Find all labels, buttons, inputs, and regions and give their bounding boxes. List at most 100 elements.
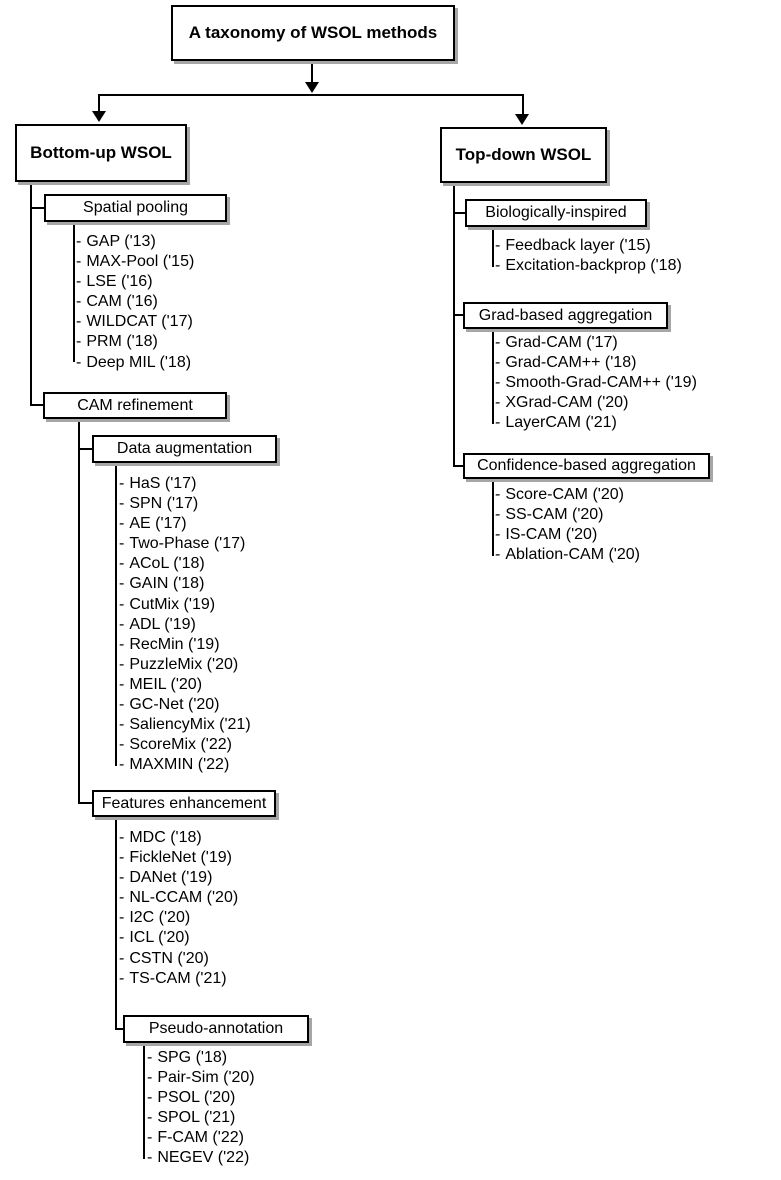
method-item: -GC-Net ('20) — [119, 695, 251, 715]
method-item-label: CAM ('16) — [86, 293, 158, 311]
connector-conf-items-spine — [492, 478, 494, 556]
method-list-pseudo-annotation: -SPG ('18)-Pair-Sim ('20)-PSOL ('20)-SPO… — [147, 1048, 255, 1169]
group-node-spatial-pooling: Spatial pooling — [44, 194, 227, 222]
item-marker: - — [119, 829, 125, 846]
group-node-biologically-inspired: Biologically-inspired — [465, 199, 647, 227]
item-marker: - — [76, 253, 82, 271]
item-marker: - — [147, 1049, 153, 1066]
method-item-label: XGrad-CAM ('20) — [505, 394, 629, 412]
method-item: -SPN ('17) — [119, 494, 251, 514]
method-item: -SPOL ('21) — [147, 1108, 255, 1128]
item-marker: - — [119, 595, 125, 613]
connector-tick-biologically-inspired — [453, 212, 466, 214]
method-item: -ACoL ('18) — [119, 554, 251, 574]
method-item: -SaliencyMix ('21) — [119, 715, 251, 735]
item-marker: - — [119, 736, 125, 754]
method-list-biologically-inspired: -Feedback layer ('15)-Excitation-backpro… — [495, 236, 682, 276]
item-marker: - — [495, 394, 501, 412]
arrow-down-icon — [515, 114, 529, 125]
method-item: -PRM ('18) — [76, 332, 194, 352]
method-item: -NL-CCAM ('20) — [119, 888, 238, 908]
method-item: -DANet ('19) — [119, 868, 238, 888]
method-list-confidence-based-aggregation: -Score-CAM ('20)-SS-CAM ('20)-IS-CAM ('2… — [495, 485, 640, 565]
item-marker: - — [147, 1089, 153, 1107]
method-item-label: MEIL ('20) — [129, 675, 203, 693]
connector-split-line — [98, 94, 524, 96]
connector-tick-spatial-pooling — [30, 207, 44, 209]
item-marker: - — [495, 334, 501, 351]
method-item-label: Excitation-backprop ('18) — [505, 257, 682, 275]
connector-cam-spine — [78, 418, 80, 804]
method-item: -CutMix ('19) — [119, 595, 251, 615]
method-item-label: DANet ('19) — [129, 869, 213, 887]
method-item-label: NL-CCAM ('20) — [129, 889, 239, 907]
item-marker: - — [147, 1129, 153, 1147]
method-list-features-enhancement: -MDC ('18)-FickleNet ('19)-DANet ('19)-N… — [119, 828, 238, 989]
item-marker: - — [119, 655, 125, 673]
method-item: -RecMin ('19) — [119, 635, 251, 655]
item-marker: - — [119, 756, 125, 774]
method-item-label: SaliencyMix ('21) — [129, 716, 251, 734]
method-item-label: PSOL ('20) — [157, 1089, 236, 1107]
method-item-label: Grad-CAM ('17) — [505, 334, 618, 351]
item-marker: - — [76, 313, 82, 331]
method-item-label: SPOL ('21) — [157, 1109, 236, 1127]
branch-node-bottom-up: Bottom-up WSOL — [15, 124, 187, 182]
item-marker: - — [147, 1149, 153, 1167]
method-item-label: SS-CAM ('20) — [505, 506, 604, 524]
connector-topdown-spine — [453, 181, 455, 467]
method-item-label: Grad-CAM++ ('18) — [505, 354, 637, 372]
method-item-label: MAXMIN ('22) — [129, 756, 230, 774]
group-node-cam-refinement: CAM refinement — [43, 392, 227, 419]
method-item-label: TS-CAM ('21) — [129, 969, 227, 987]
method-item-label: RecMin ('19) — [129, 635, 220, 653]
method-item: -GAP ('13) — [76, 232, 194, 252]
connector-spatial-items-spine — [73, 221, 75, 362]
method-item: -LayerCAM ('21) — [495, 413, 697, 433]
item-marker: - — [76, 353, 82, 371]
method-item-label: Deep MIL ('18) — [86, 353, 192, 371]
method-item: -Deep MIL ('18) — [76, 353, 194, 373]
connector-tick-data-augmentation — [78, 448, 92, 450]
method-item: -XGrad-CAM ('20) — [495, 393, 697, 413]
method-item: -SPG ('18) — [147, 1048, 255, 1068]
method-item: -CSTN ('20) — [119, 949, 238, 969]
connector-grad-items-spine — [492, 328, 494, 424]
method-item: -TS-CAM ('21) — [119, 969, 238, 989]
method-item-label: ICL ('20) — [129, 929, 190, 947]
method-item-label: Score-CAM ('20) — [505, 486, 624, 503]
method-item: -Feedback layer ('15) — [495, 236, 682, 256]
method-item: -HaS ('17) — [119, 474, 251, 494]
method-item: -Grad-CAM++ ('18) — [495, 353, 697, 373]
group-node-grad-based-aggregation: Grad-based aggregation — [463, 302, 668, 329]
method-item: -Excitation-backprop ('18) — [495, 256, 682, 276]
item-marker: - — [147, 1109, 153, 1127]
method-item-label: GC-Net ('20) — [129, 696, 220, 714]
item-marker: - — [119, 575, 125, 593]
method-item-label: Smooth-Grad-CAM++ ('19) — [505, 374, 697, 392]
item-marker: - — [76, 293, 82, 311]
connector-right-drop — [522, 94, 524, 115]
connector-bio-items-spine — [492, 226, 494, 267]
method-item: -LSE ('16) — [76, 272, 194, 292]
method-item: -MAXMIN ('22) — [119, 755, 251, 775]
item-marker: - — [76, 233, 82, 250]
method-item-label: CutMix ('19) — [129, 595, 216, 613]
method-item: -NEGEV ('22) — [147, 1148, 255, 1168]
connector-tick-cam-refinement — [30, 404, 43, 406]
item-marker: - — [119, 929, 125, 947]
method-item-label: WILDCAT ('17) — [86, 313, 193, 331]
method-item-label: F-CAM ('22) — [157, 1129, 244, 1147]
item-marker: - — [495, 257, 501, 275]
method-item-label: Two-Phase ('17) — [129, 535, 246, 553]
item-marker: - — [119, 909, 125, 927]
item-marker: - — [119, 869, 125, 887]
connector-root-stem — [311, 60, 313, 83]
method-list-data-augmentation: -HaS ('17)-SPN ('17)-AE ('17)-Two-Phase … — [119, 474, 251, 775]
method-item: -WILDCAT ('17) — [76, 312, 194, 332]
item-marker: - — [119, 716, 125, 734]
connector-tick-grad-based — [453, 314, 464, 316]
method-item-label: MDC ('18) — [129, 829, 202, 846]
item-marker: - — [495, 486, 501, 503]
